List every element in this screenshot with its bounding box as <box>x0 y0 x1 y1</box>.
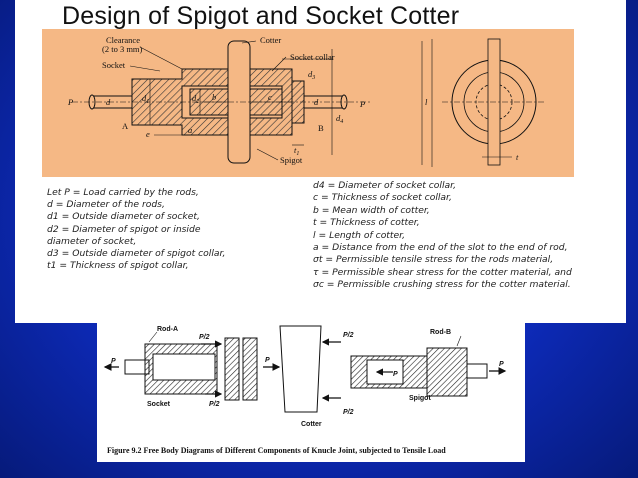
socket-lug <box>224 337 240 401</box>
label-p-right: P <box>359 99 365 109</box>
label-d2: d2 <box>192 93 199 105</box>
definition-line: σc = Permissible crushing stress for the… <box>313 279 571 291</box>
definition-line: l = Length of cotter, <box>313 229 406 241</box>
definitions-right: d4 = Diameter of socket collar, c = Thic… <box>313 180 623 292</box>
label-d4: d4 <box>336 113 343 125</box>
label-a: a <box>188 125 192 135</box>
label-t1: t1 <box>294 145 299 157</box>
definition-line: a = Distance from the end of the slot to… <box>313 242 568 254</box>
label-section-b: B <box>318 123 324 133</box>
label-rod-a: Rod-A <box>157 326 178 333</box>
label-c: c <box>268 92 272 102</box>
cotter-body <box>279 325 322 413</box>
label-section-a: A <box>122 121 129 131</box>
label-p-spigot: P <box>393 371 398 378</box>
label-spigot: Spigot <box>409 395 431 402</box>
definition-line: d1 = Outside diameter of socket, <box>47 211 200 223</box>
definition-line: σt = Permissible tensile stress for the … <box>313 254 554 266</box>
label-clearance-range: (2 to 3 mm) <box>102 44 143 54</box>
definition-line: Let P = Load carried by the rods, <box>47 187 199 198</box>
definitions-left: Let P = Load carried by the rods, d = Di… <box>47 187 307 272</box>
free-body-diagram-panel: Rod-A Rod-B P P P/2 P/2 P/2 P/2 P P Sock… <box>97 322 525 462</box>
definition-line: d = Diameter of the rods, <box>47 199 165 211</box>
joint-drawing: Clearance (2 to 3 mm) Socket Cotter Sock… <box>67 35 546 167</box>
label-p-right: P <box>499 361 504 368</box>
label-d: d <box>106 97 111 107</box>
label-p-cotter: P <box>265 357 270 364</box>
label-cotter: Cotter <box>260 35 281 45</box>
definition-line: d3 = Outside diameter of spigot collar, <box>47 248 226 260</box>
spigot-head <box>426 347 468 397</box>
free-body-drawing: Rod-A Rod-B P P P/2 P/2 P/2 P/2 P P Sock… <box>103 325 507 428</box>
definition-line: c = Thickness of socket collar, <box>313 192 452 204</box>
label-socket: Socket <box>147 401 171 408</box>
label-spigot: Spigot <box>280 155 303 165</box>
label-e: e <box>146 129 150 139</box>
label-d1: d1 <box>142 93 149 105</box>
label-p-half: P/2 <box>343 332 354 339</box>
label-l: l <box>425 97 428 107</box>
definition-line: d2 = Diameter of spigot or inside <box>47 223 201 235</box>
definition-line: t1 = Thickness of spigot collar, <box>47 260 189 272</box>
label-p-half: P/2 <box>209 401 220 408</box>
label-p-left: P <box>67 97 73 107</box>
label-b: b <box>212 92 216 102</box>
label-rod-b: Rod-B <box>430 329 451 336</box>
definition-line: b = Mean width of cotter, <box>313 204 430 216</box>
label-d3: d3 <box>308 69 315 81</box>
definition-line: τ = Permissible shear stress for the cot… <box>313 266 572 278</box>
label-p-half: P/2 <box>343 409 354 416</box>
rod-b-shaft <box>466 363 488 379</box>
label-socket: Socket <box>102 60 126 70</box>
definition-line: t = Thickness of cotter, <box>313 217 420 229</box>
label-socket-collar: Socket collar <box>290 52 335 62</box>
slide-title: Design of Spigot and Socket Cotter <box>62 2 460 30</box>
label-p-half: P/2 <box>199 334 210 341</box>
definition-line: diameter of socket, <box>47 235 137 247</box>
label-cotter: Cotter <box>301 421 322 428</box>
definition-line: d4 = Diameter of socket collar, <box>313 180 457 191</box>
label-t: t <box>516 152 519 162</box>
figure-caption: Figure 9.2 Free Body Diagrams of Differe… <box>107 446 446 455</box>
label-clearance: Clearance <box>106 35 140 45</box>
label-p-left: P <box>111 358 116 365</box>
spigot-socket-cotter-diagram: Clearance (2 to 3 mm) Socket Cotter Sock… <box>42 29 574 177</box>
label-d-right: d <box>314 97 319 107</box>
